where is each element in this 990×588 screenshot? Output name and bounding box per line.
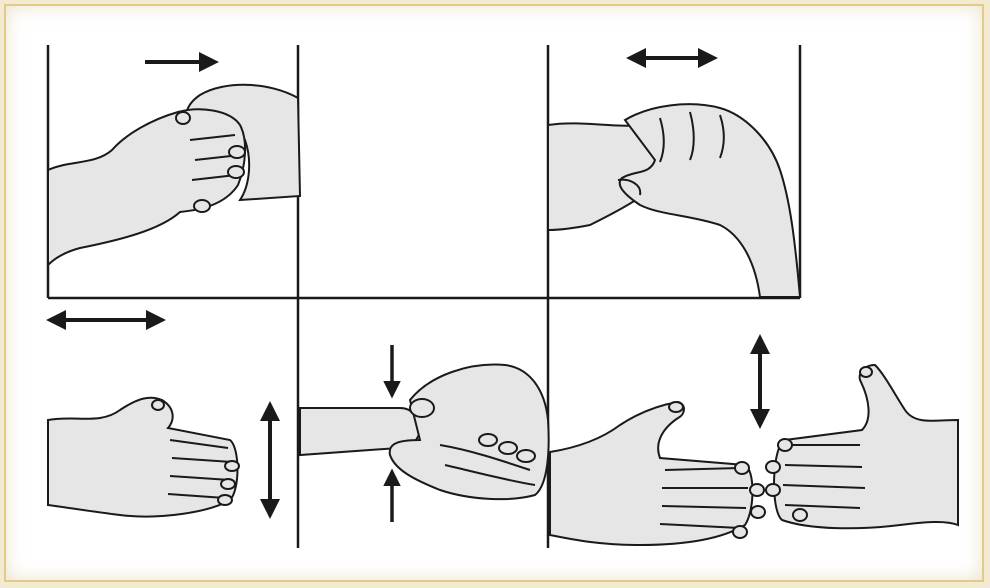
panel-push-right	[48, 62, 300, 265]
panel-pinch	[300, 345, 549, 522]
panel-fingertip-contact	[550, 338, 958, 545]
right-hand	[774, 365, 958, 528]
panel-grip-twist	[548, 58, 800, 297]
gripping-hand	[620, 104, 800, 297]
pushing-hand	[48, 109, 245, 265]
sliding-hand	[48, 398, 238, 517]
panel-slide	[48, 320, 270, 517]
left-hand	[550, 402, 753, 545]
